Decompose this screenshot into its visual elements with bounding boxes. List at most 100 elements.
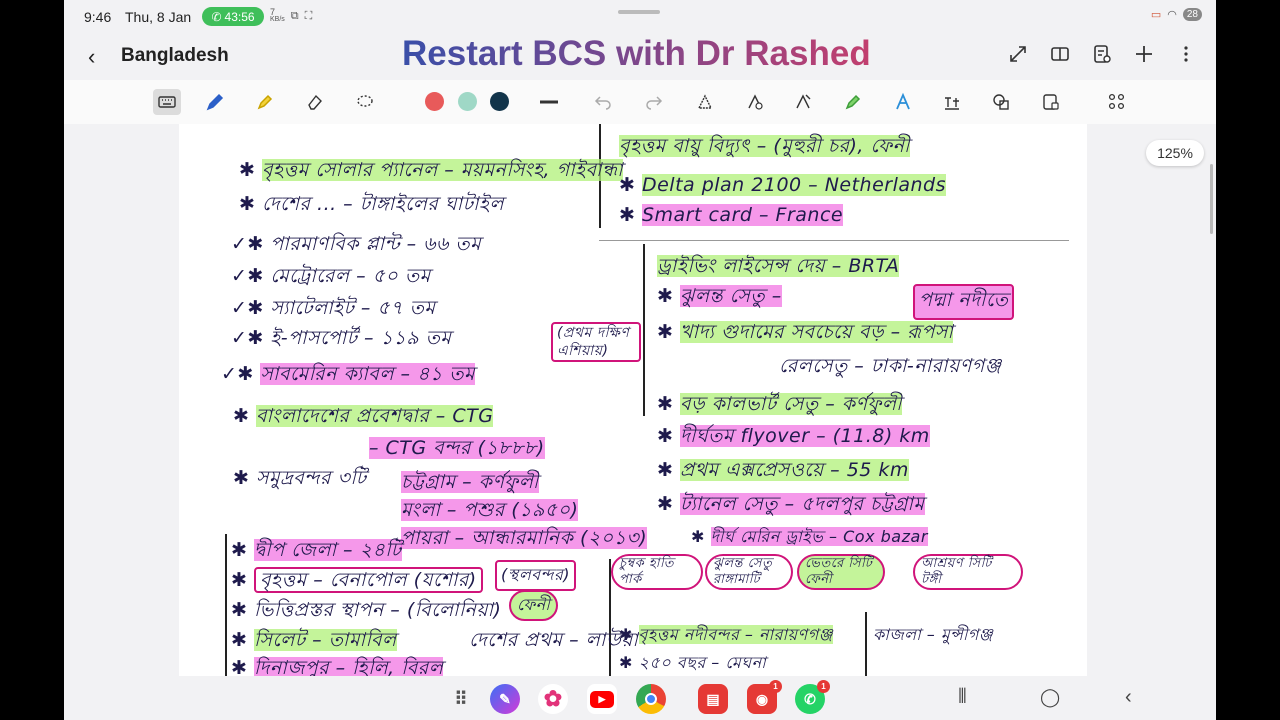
add-icon[interactable] [1134, 44, 1154, 64]
stroke-width-icon [540, 100, 558, 104]
note-line: ✱ খাদ্য গুদামের সবচেয়ে বড় – রূপসা [657, 321, 954, 343]
column-divider-mid [643, 244, 645, 416]
back-icon[interactable]: ‹ [88, 44, 96, 69]
note-line: ✱ বড় কালভার্ট সেতু – কর্ণফুলী [657, 393, 903, 415]
call-timer-pill[interactable]: ✆ 43:56 [202, 7, 264, 26]
screen-recorder-app-icon[interactable]: ◉1 [747, 680, 782, 714]
note-line: ✱ প্রথম এক্সপ্রেসওয়ে – 55 km [657, 459, 909, 481]
shapes-tool[interactable] [989, 90, 1013, 114]
more-tools[interactable] [1105, 90, 1129, 114]
eraser-icon [308, 94, 322, 110]
window-drag-handle[interactable] [618, 10, 660, 14]
note-line: বৃহত্তম বায়ু বিদ্যুৎ – (মুহুরী চর), ফেন… [619, 135, 910, 157]
wifi-icon: ◠ [1167, 9, 1177, 21]
date: Thu, 8 Jan [125, 9, 192, 25]
note-line: ✓✱ সাবমেরিন ক্যাবল – ৪১ তম [221, 363, 476, 385]
note-circled: আশ্রয়ণ সিটি টঙ্গী [913, 554, 1023, 590]
text-box-tool[interactable] [940, 90, 964, 114]
pen-settings-icon [748, 94, 763, 110]
note-circled: ভেতরে সিটি ফেনী [797, 554, 885, 590]
stroke-tool[interactable] [791, 90, 815, 114]
shapes-icon [993, 94, 1009, 110]
note-line: ✱ Smart card – France [619, 204, 844, 226]
color-swatch-mint[interactable] [458, 92, 477, 111]
fullscreen-icon: ⛶ [304, 9, 313, 22]
phone-icon: ✆ [211, 9, 222, 24]
vertical-scrollbar[interactable] [1210, 164, 1213, 234]
keyboard-tool[interactable] [153, 89, 181, 115]
title-bar: ‹ Bangladesh Restart BCS with Dr Rashed [64, 34, 1216, 80]
notification-badge: 1 [817, 680, 830, 693]
convert-icon[interactable] [1092, 44, 1112, 64]
highlighter-tool[interactable] [253, 90, 277, 114]
lasso-tool[interactable] [353, 90, 377, 114]
left-margin-line [225, 534, 227, 676]
call-timer: 43:56 [224, 9, 255, 24]
youtube-app-icon[interactable]: ▶ [587, 684, 617, 714]
clock: 9:46 [84, 9, 112, 25]
note-line: ✱ বৃহত্তম নদীবন্দর – নারায়ণগঞ্জ [619, 625, 833, 644]
note-line: ✓✱ ই-পাসপোর্ট – ১১৯ তম [231, 327, 452, 349]
text-box-icon [945, 97, 959, 110]
pdf-app-icon[interactable]: ▤ [698, 684, 728, 714]
notes-app-icon[interactable]: ✎ [490, 684, 520, 714]
notebook-title: Bangladesh [121, 45, 229, 66]
undo-button[interactable] [591, 90, 615, 114]
note-box: (প্রথম দক্ষিণ এশিয়ায়) [551, 322, 641, 362]
eraser-tool[interactable] [303, 90, 327, 114]
handwritten-page[interactable]: ✱ বৃহত্তম সোলার প্যানেল – ময়মনসিংহ, গাই… [179, 124, 1087, 676]
note-line: দেশের প্রথম – লাউয়া [469, 629, 639, 651]
note-canvas[interactable]: ✱ বৃহত্তম সোলার প্যানেল – ময়মনসিংহ, গাই… [64, 124, 1216, 676]
recents-icon[interactable]: ⦀ [958, 686, 967, 708]
note-line: মংলা – পশুর (১৯৫০) [401, 499, 579, 521]
redo-button[interactable] [642, 90, 666, 114]
column-divider-bottom-right [865, 612, 867, 676]
taskbar: ⠿ ✎ ✿ ▶ ▤ ◉1 ✆1 ⦀ ◯ ‹ [64, 676, 1216, 720]
image-lock-icon [1043, 94, 1059, 110]
note-line: ✱ দ্বীপ জেলা – ২৪টি [231, 539, 402, 561]
note-line: ✓✱ পারমাণবিক প্লান্ট – ৬৬ তম [231, 233, 482, 255]
image-tool[interactable] [1039, 90, 1063, 114]
highlighter-icon [257, 94, 273, 110]
zoom-indicator[interactable]: 125% [1146, 140, 1204, 166]
green-highlighter-tool[interactable] [841, 90, 865, 114]
note-line: ✱ বৃহত্তম সোলার প্যানেল – ময়মনসিংহ, গাই… [239, 159, 624, 181]
note-line: ✱ দেশের ... – টাঙ্গাইলের ঘাটাইল [239, 193, 505, 215]
more-icon[interactable] [1176, 44, 1196, 64]
note-line: ✱ সিলেট – তামাবিল [231, 629, 397, 651]
expand-icon[interactable] [1008, 44, 1028, 64]
whatsapp-app-icon[interactable]: ✆1 [795, 680, 830, 714]
note-circled: ফেনী [509, 590, 559, 621]
shape-pen-tool[interactable] [693, 90, 717, 114]
nav-back-icon[interactable]: ‹ [1125, 686, 1132, 708]
chrome-app-icon[interactable] [636, 684, 666, 714]
text-style-icon [896, 92, 910, 110]
note-line: ✱ বাংলাদেশের প্রবেশদ্বার – CTG [233, 405, 494, 427]
note-line: ✱ দীর্ঘ মেরিন ড্রাইভ – Cox bazar [691, 527, 928, 546]
drawing-toolbar [64, 80, 1216, 124]
pen-settings-tool[interactable] [743, 90, 767, 114]
screenshot-icon: ⧉ [290, 9, 299, 22]
home-icon[interactable]: ◯ [1040, 687, 1061, 707]
text-style-tool[interactable] [891, 90, 915, 114]
pen-stroke-icon [796, 94, 811, 109]
line-width-tool[interactable] [537, 90, 561, 114]
gallery-app-icon[interactable]: ✿ [538, 684, 568, 714]
color-swatch-red[interactable] [425, 92, 444, 111]
book-view-icon[interactable] [1050, 44, 1070, 64]
cast-icon: ▭ [1150, 9, 1162, 21]
redo-icon [646, 96, 663, 110]
lasso-icon [357, 95, 373, 107]
notification-badge: 1 [769, 680, 782, 693]
note-line: ✓✱ মেট্রোরেল – ৫০ তম [231, 265, 431, 287]
color-swatch-navy[interactable] [490, 92, 509, 111]
note-line: ✱ ট্যানেল সেতু – ৫দলপুর চট্টগ্রাম [657, 493, 925, 515]
pen-tool[interactable] [203, 90, 227, 114]
note-line: ✱ ২৫০ বছর – মেঘনা [619, 653, 767, 672]
note-line: ✱ দীর্ঘতম flyover – (11.8) km [657, 425, 930, 447]
shape-pen-icon [697, 94, 713, 109]
app-drawer-icon[interactable]: ⠿ [454, 688, 468, 709]
